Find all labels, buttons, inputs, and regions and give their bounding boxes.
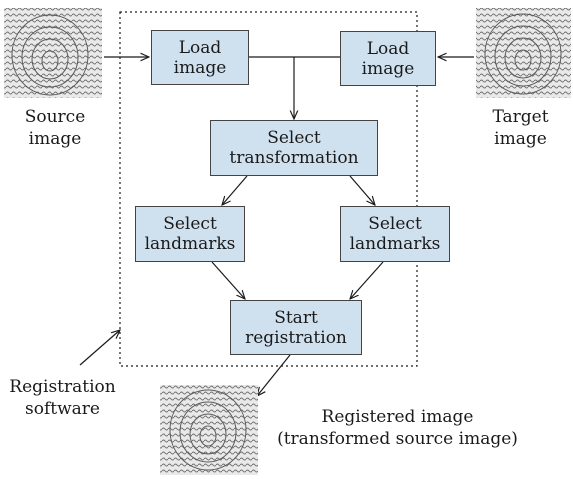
load-image-source-box: Load image [151, 30, 249, 85]
arrow-software-label-pointer [79, 330, 120, 366]
registration-software-label: Registration software [9, 377, 116, 419]
select-landmarks-right-box: Select landmarks [340, 206, 450, 262]
arrow-registration-to-output [257, 354, 291, 396]
registered-fingerprint-image [160, 385, 258, 475]
target-image-label: Target image [492, 107, 549, 149]
arrow-left-landmarks-to-registration [211, 261, 245, 299]
registered-image-label: Registered image (transformed source ima… [277, 407, 518, 449]
target-fingerprint-image [476, 8, 571, 98]
start-registration-box: Start registration [230, 300, 362, 355]
arrow-right-landmarks-to-registration [350, 261, 384, 299]
select-landmarks-left-box: Select landmarks [135, 206, 245, 262]
load-image-target-box: Load image [340, 31, 436, 86]
select-transformation-box: Select transformation [210, 120, 378, 176]
source-image-label: Source image [24, 107, 86, 149]
software-boundary [119, 11, 418, 367]
source-fingerprint-image [4, 8, 102, 98]
arrow-transformation-to-left-landmarks [222, 175, 248, 205]
arrow-transformation-to-right-landmarks [349, 175, 375, 205]
